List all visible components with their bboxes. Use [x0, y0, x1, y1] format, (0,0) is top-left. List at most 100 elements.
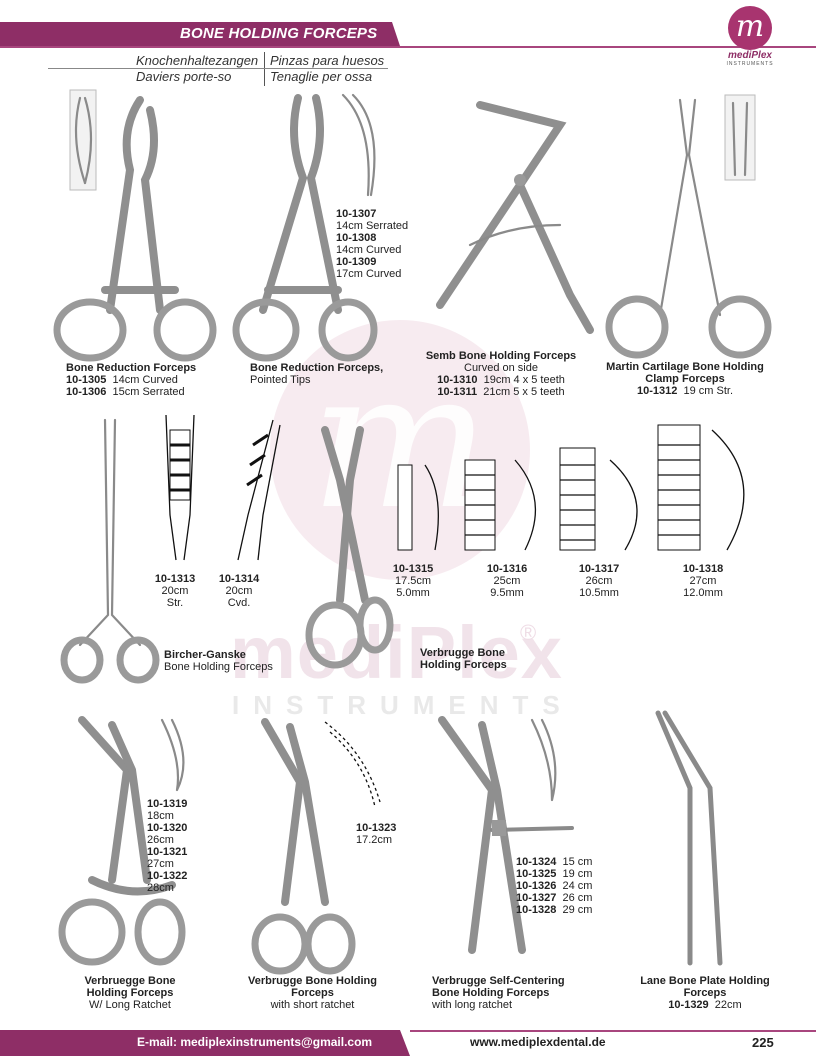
p6-code-2: 10-1316	[486, 563, 528, 575]
bircher-ganske-forceps-image	[60, 418, 160, 684]
verbrugge-jaw-diagrams	[397, 424, 745, 551]
p5-caption: Bircher-Ganske Bone Holding Forceps	[164, 649, 273, 673]
p6-item-1: 10-1315 17.5cm 5.0mm	[383, 563, 443, 599]
verbrugge-forceps-image	[305, 426, 394, 669]
p6-caption: Verbrugge Bone Holding Forceps	[420, 647, 507, 671]
p8-caption: Verbrugge Bone Holding Forceps with shor…	[235, 975, 390, 1011]
p9-code-5: 10-1328	[516, 904, 557, 916]
p9-desc-3: 24 cm	[562, 880, 593, 892]
p7-desc-1: 18cm	[147, 810, 174, 822]
footer-website[interactable]: www.mediplexdental.de	[470, 1035, 606, 1049]
p7-desc-3: 27cm	[147, 858, 174, 870]
p6-size-3: 26cm	[585, 575, 613, 587]
p6-item-2: 10-1316 25cm 9.5mm	[477, 563, 537, 599]
translation-spanish: Pinzas para huesos	[270, 53, 385, 68]
p9-code-4: 10-1327	[516, 892, 557, 904]
p4-title-2: Clamp Forceps	[645, 373, 725, 385]
brand-logo-name: mediPlex	[728, 50, 772, 61]
p5-type-1: Str.	[166, 597, 184, 609]
bircher-ganske-jaw-straight-diagram	[165, 414, 195, 561]
p7-code-3: 10-1321	[147, 846, 188, 858]
page-number: 225	[752, 1035, 774, 1050]
p8-title-2: Forceps	[291, 987, 334, 999]
p8-code: 10-1323	[356, 822, 397, 834]
p7-caption: Verbruegge Bone Holding Forceps W/ Long …	[70, 975, 190, 1011]
p6-size-1: 17.5cm	[394, 575, 432, 587]
p9-subtitle: with long ratchet	[432, 999, 513, 1011]
p2-desc-1: 14cm Serrated	[336, 220, 409, 232]
p6-size-2: 25cm	[493, 575, 521, 587]
martin-cartilage-forceps-image	[605, 94, 772, 359]
p3-caption: Semb Bone Holding Forceps Curved on side…	[418, 350, 584, 398]
p5-title: Bircher-Ganske	[164, 649, 246, 661]
p6-code-3: 10-1317	[578, 563, 620, 575]
p9-codes: 10-1324 15 cm 10-1325 19 cm 10-1326 24 c…	[516, 856, 592, 916]
p9-desc-2: 19 cm	[562, 868, 593, 880]
p4-title-1: Martin Cartilage Bone Holding	[606, 361, 764, 373]
semb-bone-holding-forceps-image	[436, 101, 594, 334]
bircher-ganske-jaw-curved-diagram	[237, 419, 281, 561]
p6-code-1: 10-1315	[392, 563, 434, 575]
footer-email[interactable]: E-mail: mediplexinstruments@gmail.com	[137, 1035, 373, 1049]
p6-jaw-3: 10.5mm	[579, 587, 619, 599]
p6-jaw-4: 12.0mm	[683, 587, 723, 599]
p3-code-2: 10-1311	[437, 386, 478, 398]
p8-subtitle: with short ratchet	[270, 999, 355, 1011]
p9-caption: Verbrugge Self-Centering Bone Holding Fo…	[432, 975, 565, 1011]
p9-desc-1: 15 cm	[562, 856, 593, 868]
p5-straight-caption: 10-1313 20cm Str.	[152, 573, 198, 609]
p5-curved-caption: 10-1314 20cm Cvd.	[214, 573, 264, 609]
p9-desc-4: 26 cm	[562, 892, 593, 904]
p8-code-block: 10-1323 17.2cm	[356, 822, 396, 846]
p7-codes: 10-1319 18cm 10-1320 26cm 10-1321 27cm 1…	[147, 798, 187, 894]
p2-caption: Bone Reduction Forceps, Pointed Tips	[250, 362, 383, 386]
p5-size-2: 20cm	[225, 585, 253, 597]
p2-title: Bone Reduction Forceps,	[250, 362, 384, 374]
p10-caption: Lane Bone Plate Holding Forceps 10-1329 …	[630, 975, 780, 1011]
brand-logo-sub: INSTRUMENTS	[726, 61, 774, 67]
p10-title-1: Lane Bone Plate Holding	[640, 975, 770, 987]
translation-divider-vertical	[264, 52, 265, 86]
p7-title-2: Holding Forceps	[86, 987, 174, 999]
brand-logo-mark: m	[735, 9, 765, 44]
translation-german: Knochenhaltezangen	[136, 53, 259, 68]
p7-code-4: 10-1322	[147, 870, 188, 882]
bone-reduction-forceps-image	[53, 89, 217, 362]
translation-italian: Tenaglie per ossa	[270, 69, 373, 84]
p4-caption: Martin Cartilage Bone Holding Clamp Forc…	[600, 361, 770, 397]
p10-title-2: Forceps	[683, 987, 727, 999]
p6-jaw-2: 9.5mm	[490, 587, 524, 599]
p1-desc-2: 15cm Serrated	[112, 386, 185, 398]
p2-subtitle: Pointed Tips	[250, 374, 311, 386]
p3-title: Semb Bone Holding Forceps	[425, 350, 577, 362]
p5-type-2: Cvd.	[227, 597, 251, 609]
p9-code-2: 10-1325	[516, 868, 557, 880]
header-band	[0, 22, 400, 46]
header-rule-right	[400, 46, 816, 48]
p2-codes: 10-1307 14cm Serrated 10-1308 14cm Curve…	[336, 208, 408, 280]
p7-title-1: Verbruegge Bone	[84, 975, 176, 987]
p10-desc: 22cm	[714, 999, 742, 1011]
brand-logo-icon	[728, 6, 772, 50]
p9-code-3: 10-1326	[516, 880, 557, 892]
footer-rule	[410, 1030, 816, 1032]
p7-code-1: 10-1319	[147, 798, 188, 810]
translation-french: Daviers porte-so	[136, 69, 232, 84]
translation-divider-horizontal	[48, 68, 388, 69]
p6-title-2: Holding Forceps	[420, 659, 507, 671]
watermark-name: mediPlex	[230, 611, 563, 694]
p7-code-2: 10-1320	[147, 822, 188, 834]
p2-desc-3: 17cm Curved	[336, 268, 402, 280]
p3-desc-1: 19cm 4 x 5 teeth	[483, 374, 565, 386]
p6-item-3: 10-1317 26cm 10.5mm	[569, 563, 629, 599]
p6-item-4: 10-1318 27cm 12.0mm	[673, 563, 733, 599]
p8-desc: 17.2cm	[356, 834, 393, 846]
verbrugge-short-ratchet-image	[251, 718, 381, 975]
p5-code-2: 10-1314	[218, 573, 260, 585]
page-title: BONE HOLDING FORCEPS	[180, 25, 378, 42]
p2-code-1: 10-1307	[336, 208, 377, 220]
p4-desc: 19 cm Str.	[683, 385, 734, 397]
p3-code-1: 10-1310	[437, 374, 478, 386]
p10-code: 10-1329	[668, 999, 709, 1011]
p2-desc-2: 14cm Curved	[336, 244, 402, 256]
